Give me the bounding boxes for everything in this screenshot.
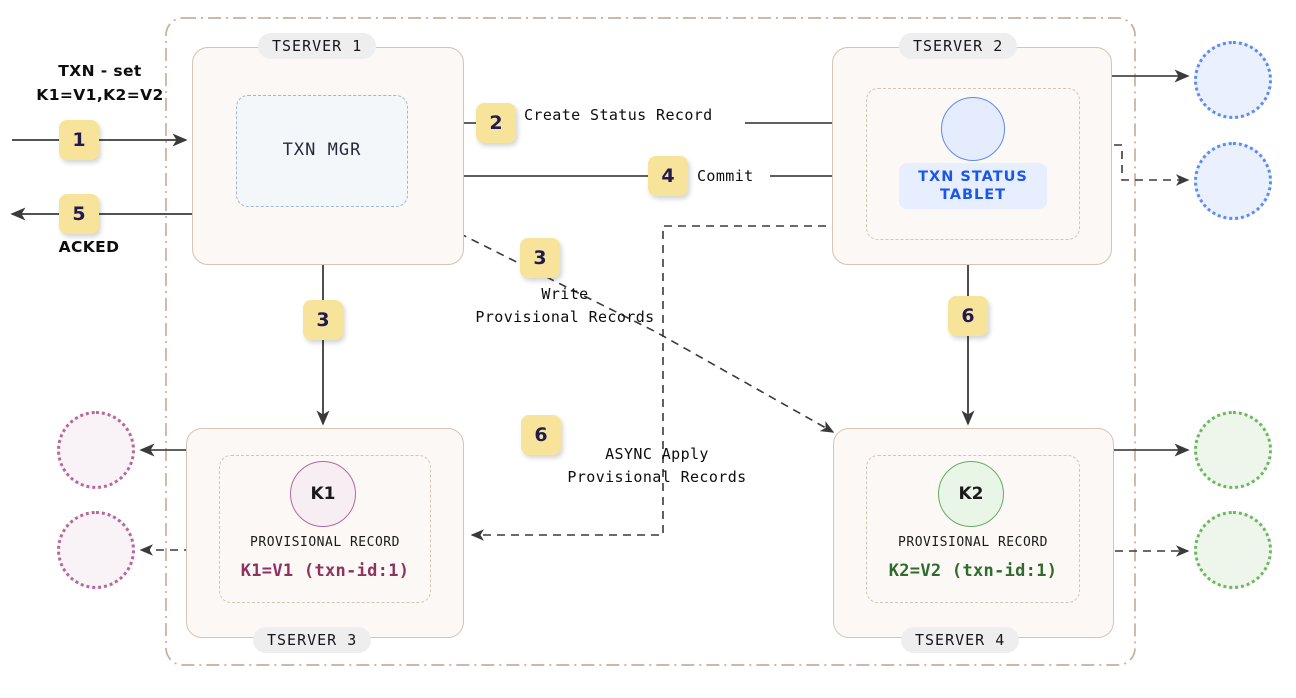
step-3-label-line2: Provisional Records <box>475 308 655 326</box>
tserver-2-label: TSERVER 2 <box>899 33 1018 59</box>
key-k2-circle: K2 <box>938 461 1004 527</box>
step-2-label: Create Status Record <box>524 106 713 124</box>
client-request-line1: TXN - set <box>58 62 142 80</box>
tserver-3-provisional-value: K1=V1 (txn-id:1) <box>240 561 410 581</box>
tserver-3-label: TSERVER 3 <box>253 627 372 653</box>
tserver-4-provisional-value: K2=V2 (txn-id:1) <box>888 561 1058 581</box>
step-4-label: Commit <box>697 167 754 185</box>
tserver-1-label: TSERVER 1 <box>258 33 377 59</box>
key-k1-circle: K1 <box>290 461 356 527</box>
step-badge-4[interactable]: 4 <box>648 156 688 196</box>
replica-circle-green-2 <box>1194 511 1272 589</box>
txn-status-tablet-region <box>866 88 1080 240</box>
step-badge-3-left[interactable]: 3 <box>303 300 343 340</box>
replica-circle-pink-1 <box>57 411 135 489</box>
step-badge-3-write[interactable]: 3 <box>520 238 560 278</box>
client-request-line2: K1=V1,K2=V2 <box>36 86 164 104</box>
step-badge-6-right[interactable]: 6 <box>948 296 988 336</box>
step-badge-5[interactable]: 5 <box>59 194 99 234</box>
tserver-4-provisional-title: PROVISIONAL RECORD <box>898 535 1048 550</box>
txn-manager-box: TXN MGR <box>236 95 408 207</box>
txn-status-tablet-line2: TABLET <box>939 187 1007 203</box>
step-6-label-line1: ASYNC Apply <box>605 445 709 463</box>
acked-label: ACKED <box>58 238 120 256</box>
step-3-label-line1: Write <box>541 285 589 303</box>
step-badge-2[interactable]: 2 <box>476 103 516 143</box>
replica-circle-green-1 <box>1194 411 1272 489</box>
tserver-3-tablet-region <box>219 455 431 603</box>
status-record-circle <box>941 97 1005 161</box>
step-badge-6-async[interactable]: 6 <box>521 415 561 455</box>
txn-manager-label: TXN MGR <box>282 140 362 160</box>
tserver-4-tablet-region <box>866 455 1080 603</box>
tserver-3-provisional-title: PROVISIONAL RECORD <box>250 535 400 550</box>
step-6-label-line2: Provisional Records <box>567 468 747 486</box>
replica-circle-pink-2 <box>57 511 135 589</box>
tserver-4-label: TSERVER 4 <box>901 627 1020 653</box>
txn-status-tablet-pill: TXN STATUS TABLET <box>899 163 1047 209</box>
replica-circle-blue-2 <box>1194 142 1272 220</box>
replica-circle-blue-1 <box>1194 41 1272 119</box>
step-badge-1[interactable]: 1 <box>59 120 99 160</box>
txn-status-tablet-line1: TXN STATUS <box>918 169 1028 185</box>
